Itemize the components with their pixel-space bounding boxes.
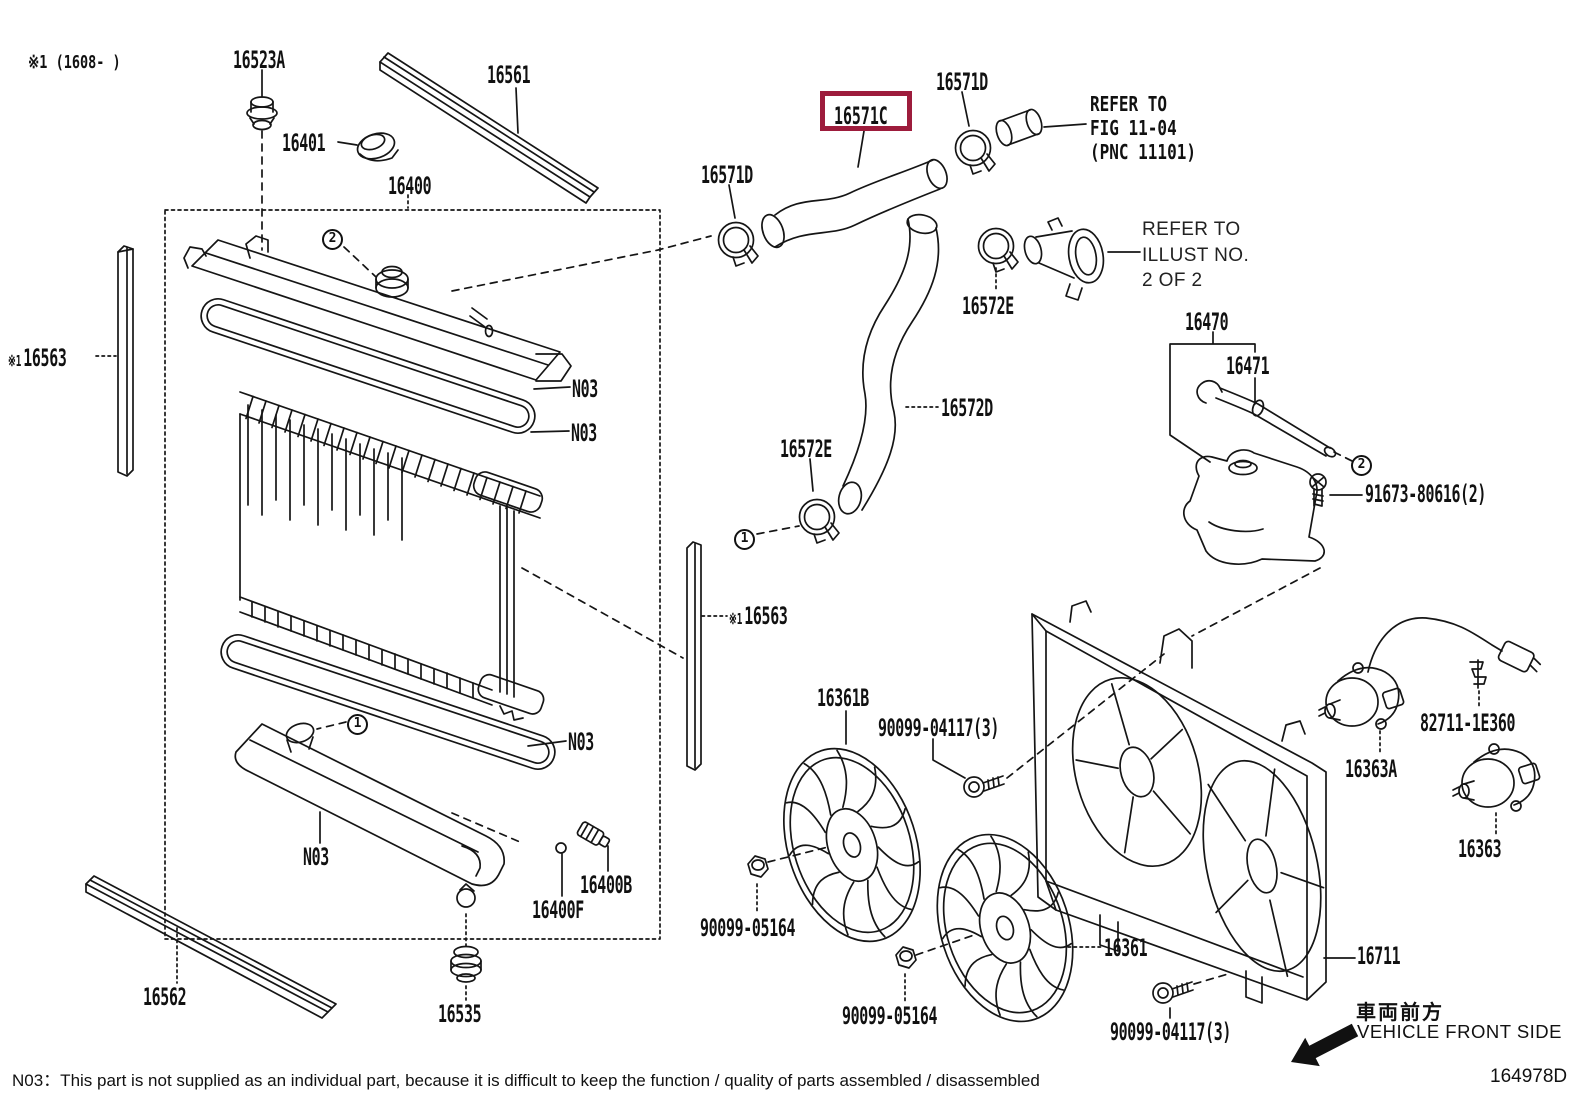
nut-90099-05164-1-drawing <box>747 855 769 878</box>
circled-1-marker: 1 <box>734 529 755 550</box>
label-90099-04117-1[interactable]: 90099-04117(3) <box>878 714 1000 742</box>
reserve-tank-drawing <box>1169 331 1337 565</box>
strip-16561-drawing <box>379 52 599 204</box>
fan-motor-16363-drawing <box>1452 743 1541 812</box>
dotted-leaders <box>95 194 1497 1002</box>
label-n03-lower-tank: N03 <box>303 843 329 871</box>
label-16400F[interactable]: 16400F <box>532 896 584 924</box>
oring-16400F-drawing <box>555 842 567 854</box>
strip-16563-middle-drawing <box>686 541 702 771</box>
hose-16572D-drawing <box>837 213 940 515</box>
label-16711[interactable]: 16711 <box>1357 942 1401 970</box>
label-90099-04117-2[interactable]: 90099-04117(3) <box>1110 1018 1232 1046</box>
footer-note: N03：This part is not supplied as an indi… <box>12 1071 1040 1090</box>
clip-82711-drawing <box>1469 659 1487 689</box>
label-16400B[interactable]: 16400B <box>580 871 632 899</box>
label-90099-05164-2[interactable]: 90099-05164 <box>842 1002 938 1030</box>
refer-illust-note: REFER TO ILLUST NO. 2 OF 2 <box>1142 219 1250 292</box>
label-16563-left[interactable]: ※116563 <box>8 344 67 372</box>
label-16571D-left[interactable]: 16571D <box>701 161 753 189</box>
refer-fig-note: REFER TO FIG 11-04 (PNC 11101) <box>1090 92 1196 164</box>
fan-motor-16363A-drawing <box>1318 617 1542 730</box>
grommet-16535-drawing <box>450 945 482 983</box>
label-90099-05164-1[interactable]: 90099-05164 <box>700 914 796 942</box>
clamp-16571D-top-drawing <box>954 129 996 175</box>
label-16363A[interactable]: 16363A <box>1345 755 1397 783</box>
vehicle-front-jp: 車両前方 <box>1356 1000 1444 1024</box>
label-16363[interactable]: 16363 <box>1458 835 1502 863</box>
label-16562[interactable]: 16562 <box>143 983 187 1011</box>
label-16535[interactable]: 16535 <box>438 1000 482 1028</box>
cap-16401-drawing <box>356 132 399 162</box>
label-16572E-lower[interactable]: 16572E <box>780 435 832 463</box>
hose-16571C-drawing <box>761 158 948 249</box>
leader-lines <box>261 69 1363 1019</box>
screw-90099-04117-1-drawing <box>963 775 1005 798</box>
strip-16562-drawing <box>85 875 337 1019</box>
nut-90099-05164-2-drawing <box>895 946 917 969</box>
label-16571D-top[interactable]: 16571D <box>936 68 988 96</box>
fan-16361-drawing <box>914 817 1095 1039</box>
label-91673-80616[interactable]: 91673-80616(2) <box>1365 480 1487 508</box>
label-16361[interactable]: 16361 <box>1104 934 1148 962</box>
label-16563-middle[interactable]: ※116563 <box>729 602 788 630</box>
circled-2-marker: 2 <box>1351 455 1372 476</box>
highlighted-part-16571C[interactable]: 16571C <box>820 91 912 131</box>
label-16571C: 16571C <box>834 102 888 130</box>
radiator-drawing <box>183 235 572 908</box>
dashed-links <box>261 130 1353 985</box>
fan-shroud-16711-drawing <box>1031 600 1327 1004</box>
label-16561[interactable]: 16561 <box>487 61 531 89</box>
header-note: ※1 (1608- ) <box>28 52 121 73</box>
label-16523A[interactable]: 16523A <box>233 46 285 74</box>
label-16572E-upper[interactable]: 16572E <box>962 292 1014 320</box>
screw-90099-04117-2-drawing <box>1152 981 1194 1004</box>
grommet-16523A-drawing <box>246 96 278 131</box>
label-n03-lower-gasket: N03 <box>568 728 594 756</box>
asterisk1-marker: ※1 <box>8 352 22 370</box>
petcock-16400B-drawing <box>555 821 611 854</box>
label-16361B[interactable]: 16361B <box>817 684 869 712</box>
water-inlet-housing-drawing <box>1023 217 1105 301</box>
inlet-pipe-drawing <box>995 108 1043 147</box>
radiator-assy-box <box>164 209 661 940</box>
asterisk1-marker: ※1 <box>729 610 743 628</box>
label-16401[interactable]: 16401 <box>282 129 326 157</box>
label-16471[interactable]: 16471 <box>1226 352 1270 380</box>
label-n03-upper-gasket: N03 <box>571 419 597 447</box>
figure-code: 164978D <box>1490 1066 1568 1087</box>
label-16400[interactable]: 16400 <box>388 172 432 200</box>
clamp-16572E-lower-drawing <box>798 498 840 544</box>
vehicle-front-en: VEHICLE FRONT SIDE <box>1357 1021 1563 1042</box>
label-82711-1E360[interactable]: 82711-1E360 <box>1420 709 1516 737</box>
label-16572D[interactable]: 16572D <box>941 394 993 422</box>
vehicle-front-arrow <box>1291 1023 1359 1067</box>
fan-16361B-drawing <box>760 731 943 959</box>
clamp-16572E-upper-drawing <box>977 227 1019 273</box>
bolt-91673-drawing <box>1309 473 1327 507</box>
clamp-16571D-left-drawing <box>717 221 759 267</box>
label-n03-upper-tank: N03 <box>572 375 598 403</box>
circled-1-marker: 1 <box>347 714 368 735</box>
strip-16563-left-drawing <box>117 245 134 477</box>
label-16470[interactable]: 16470 <box>1185 308 1229 336</box>
circled-2-marker: 2 <box>322 229 343 250</box>
